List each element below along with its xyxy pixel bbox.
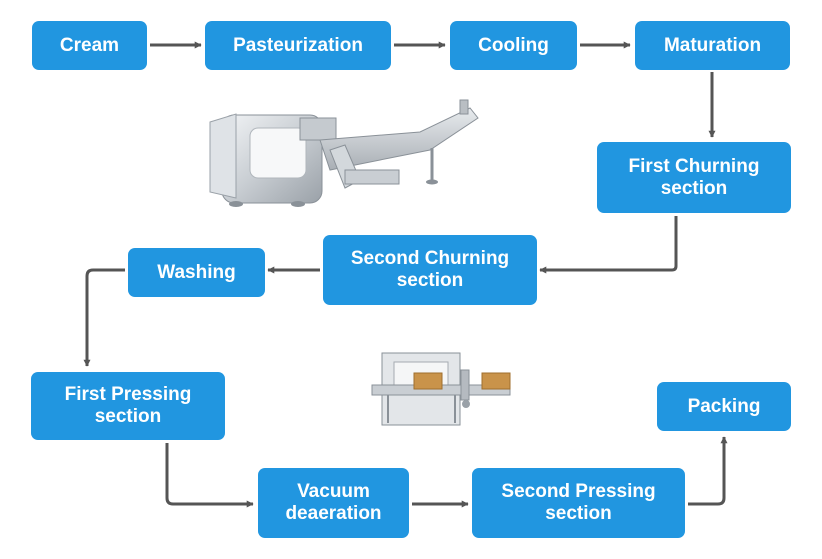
arrow-first-pressing-vacuum: [165, 443, 254, 508]
step-washing: Washing: [128, 248, 265, 297]
step-pasteurization-label: Pasteurization: [233, 34, 363, 56]
step-maturation: Maturation: [635, 21, 790, 70]
arrow-first-churning-second-churning: [539, 216, 678, 274]
step-vacuum-deaeration: Vacuum deaeration: [258, 468, 409, 538]
step-second-churning-line2: section: [396, 270, 464, 291]
step-first-churning-line2: section: [660, 177, 728, 199]
arrow-washing-first-pressing: [83, 268, 125, 367]
step-second-pressing: Second Pressing section: [472, 468, 685, 538]
step-pasteurization: Pasteurization: [205, 21, 391, 70]
step-packing-label: Packing: [687, 395, 761, 417]
step-first-pressing-line1: First Pressing: [64, 384, 192, 405]
step-packing: Packing: [657, 382, 791, 431]
step-second-pressing-line1: Second Pressing: [501, 481, 656, 502]
step-second-churning-line1: Second Churning: [350, 248, 510, 269]
step-first-churning-line1: First Churning: [628, 155, 760, 177]
step-cooling: Cooling: [450, 21, 577, 70]
arrows: [83, 41, 728, 508]
step-first-pressing-line2: section: [94, 406, 162, 427]
step-first-churning: First Churning section: [597, 142, 791, 213]
step-maturation-label: Maturation: [663, 34, 762, 56]
step-cream: Cream: [32, 21, 147, 70]
pressing-machine-icon: [371, 352, 511, 426]
step-second-pressing-line2: section: [545, 503, 612, 524]
step-first-pressing: First Pressing section: [31, 372, 225, 440]
step-washing-label: Washing: [157, 261, 236, 283]
step-vacuum-line2: deaeration: [285, 503, 382, 524]
churning-machine-icon: [209, 99, 479, 207]
step-cooling-label: Cooling: [478, 34, 549, 56]
arrow-second-pressing-packing: [688, 436, 728, 506]
step-vacuum-line1: Vacuum: [297, 481, 370, 502]
step-cream-label: Cream: [59, 34, 120, 56]
step-second-churning: Second Churning section: [323, 235, 537, 305]
